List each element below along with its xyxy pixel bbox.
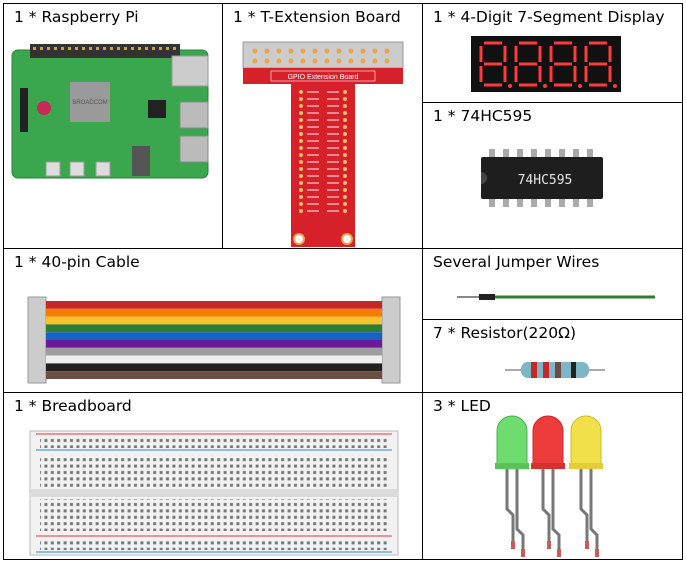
led-image xyxy=(495,415,603,557)
led-label: 3 * LED xyxy=(433,397,491,415)
jumper-wire-image xyxy=(457,294,655,300)
chip-marking-text: 74HC595 xyxy=(518,173,573,188)
cell-40pin-cable: 1 * 40-pin Cable xyxy=(3,248,423,393)
cell-led: 3 * LED xyxy=(422,392,683,560)
component-table: 1 * Raspberry Pi BROADCOM 1 * T-Extensio… xyxy=(3,3,683,560)
cell-jumper-wires: Several Jumper Wires xyxy=(422,248,683,320)
cell-74hc595: 1 * 74HC595 74HC595 xyxy=(422,102,683,249)
resistor-image xyxy=(505,362,605,378)
cell-breadboard: 1 * Breadboard xyxy=(3,392,423,560)
cell-seven-segment: 1 * 4-Digit 7-Segment Display xyxy=(422,3,683,103)
cell-raspberry-pi: 1 * Raspberry Pi BROADCOM xyxy=(3,3,223,249)
cable-image xyxy=(27,296,401,384)
cell-t-extension: 1 * T-Extension Board GPIO Extension Boa… xyxy=(222,3,423,249)
seven-segment-label: 1 * 4-Digit 7-Segment Display xyxy=(433,8,665,26)
pi-chip-text: BROADCOM xyxy=(72,100,107,106)
cable-label: 1 * 40-pin Cable xyxy=(14,253,140,271)
t-extension-image: GPIO Extension Board xyxy=(242,41,404,247)
raspberry-pi-label: 1 * Raspberry Pi xyxy=(14,8,139,26)
74hc595-image: 74HC595 xyxy=(481,149,603,207)
resistor-label: 7 * Resistor(220Ω) xyxy=(433,324,576,342)
seven-segment-image xyxy=(471,36,621,92)
t-board-header-text: GPIO Extension Board xyxy=(288,74,359,81)
74hc595-label: 1 * 74HC595 xyxy=(433,107,533,125)
breadboard-label: 1 * Breadboard xyxy=(14,397,132,415)
jumper-wires-label: Several Jumper Wires xyxy=(433,253,600,271)
t-extension-label: 1 * T-Extension Board xyxy=(233,8,401,26)
breadboard-image xyxy=(29,430,399,556)
cell-resistor: 7 * Resistor(220Ω) xyxy=(422,319,683,393)
raspberry-pi-image: BROADCOM xyxy=(11,44,209,179)
